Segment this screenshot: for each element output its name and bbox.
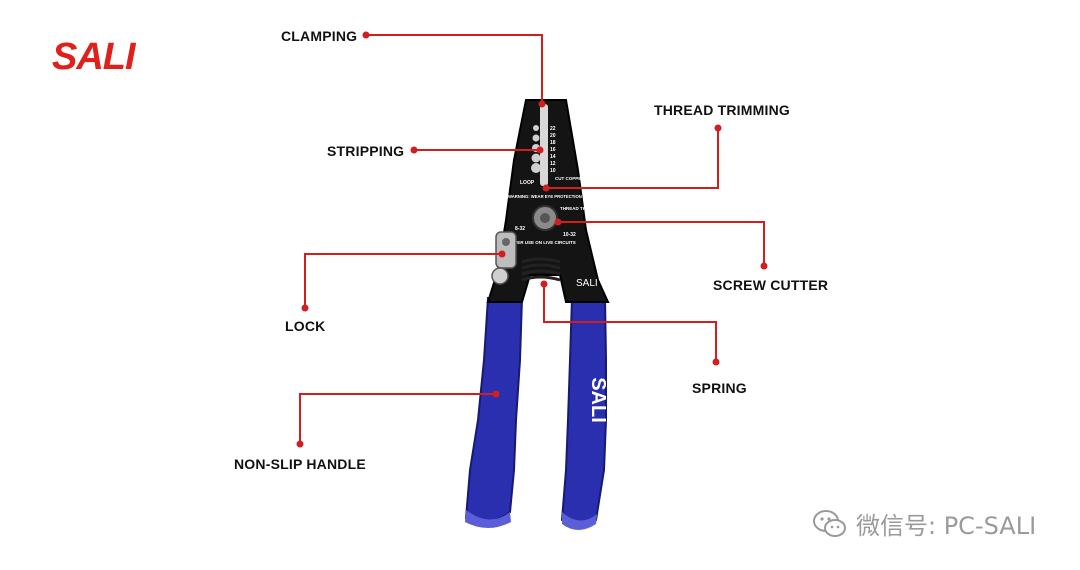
gauge-number: 22 (550, 126, 556, 132)
callout-lines (299, 34, 765, 444)
lock-latch (491, 231, 517, 285)
label-thread-trimming: THREAD TRIMMING (654, 102, 790, 118)
right-handle-cap (562, 512, 597, 530)
gauge-number: 12 (550, 161, 556, 167)
tool-size-b-text: 10-32 (563, 232, 576, 238)
screw-cutter-leader (558, 221, 765, 266)
spring-coil (521, 257, 561, 282)
tool-never-use-text: NEVER USE ON LIVE CIRCUITS (508, 240, 576, 245)
screw-center (540, 213, 550, 223)
callout-dots (296, 31, 768, 448)
label-screw-cutter: SCREW CUTTER (713, 277, 829, 293)
jaw-brand-text: SALI (576, 278, 598, 289)
lock-leader (304, 253, 502, 308)
tool-thread-note-text: THREAD THIS SIDE (560, 206, 602, 211)
watermark-text: 微信号: PC-SALI (856, 512, 1037, 540)
left-handle-cap (465, 510, 511, 528)
tool-warning-text: WARNING: WEAR EYE PROTECTION (508, 194, 582, 199)
label-stripping: STRIPPING (327, 143, 405, 159)
wechat-icon (813, 509, 846, 537)
stripping-holes (531, 125, 541, 173)
wechat-watermark: 微信号: PC-SALI (812, 506, 1036, 541)
jaw-slot (540, 104, 548, 186)
label-clamping: CLAMPING (281, 28, 358, 44)
gauge-number: 16 (550, 147, 556, 153)
left-handle (464, 297, 524, 523)
spring-leader (543, 284, 717, 362)
gauge-number: 14 (550, 154, 556, 160)
non-slip-handle-leader (299, 393, 496, 444)
label-lock: LOCK (285, 318, 326, 334)
thread-trimming-leader (546, 128, 719, 189)
clamping-leader (366, 34, 543, 104)
handle-brand-text: SALI (587, 377, 609, 423)
sali-logo: SALI (52, 36, 136, 78)
gauge-number: 18 (550, 140, 556, 146)
gauge-number: 20 (550, 133, 556, 139)
tool-loop-text: LOOP (520, 180, 535, 186)
label-non-slip-handle: NON-SLIP HANDLE (234, 456, 366, 472)
tool-size-a-text: 8-32 (515, 226, 525, 232)
label-spring: SPRING (692, 380, 747, 396)
tool-cut-copper-text: CUT COPPER ONLY (555, 176, 598, 181)
gauge-number: 10 (550, 168, 556, 174)
